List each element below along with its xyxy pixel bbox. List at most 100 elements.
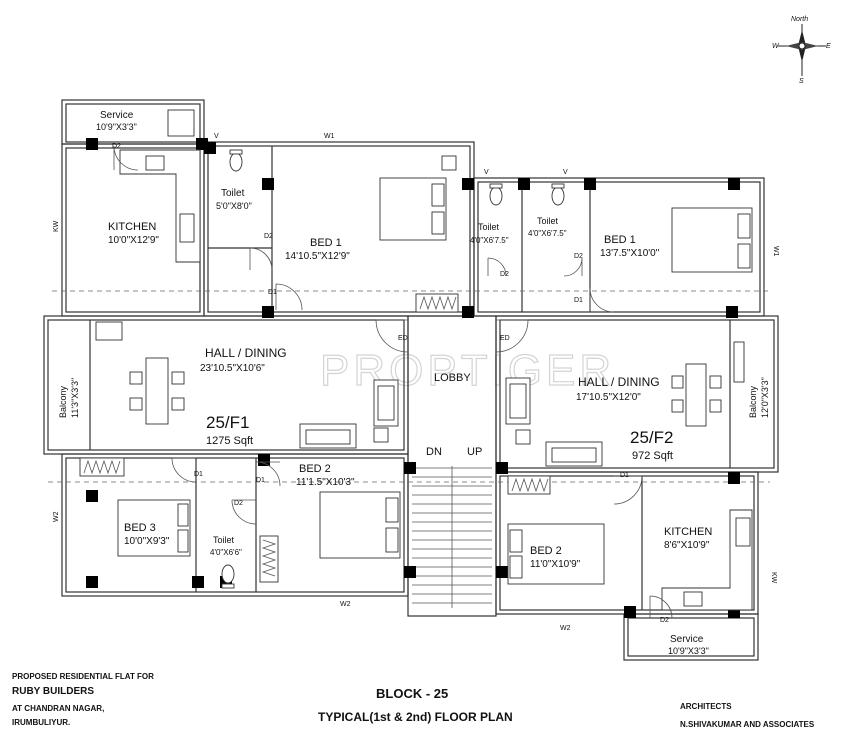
tag-d2: D2	[264, 233, 273, 240]
door-swings	[113, 145, 673, 619]
f1-toilet1-size: 5'0"X8'0"	[216, 201, 252, 211]
f1-bed2-name: BED 2	[299, 463, 331, 475]
flat-f2-labels: Toilet 4'0"X6'7.5" BED 1 13'7.5"X10'0" H…	[528, 216, 770, 656]
column	[404, 462, 416, 474]
f2-hall-name: HALL / DINING	[578, 375, 660, 389]
lobby-label: LOBBY	[434, 372, 471, 384]
f1-toilet3-size: 4'0"X6'6"	[210, 548, 242, 557]
f1-balcony-size: 11'3"X3'3"	[70, 378, 80, 418]
column	[258, 454, 270, 466]
column	[86, 576, 98, 588]
floor-plan-drawing: PROPTIGER North W E S	[43, 16, 831, 661]
f1-bed3-size: 10'0"X9'3"	[124, 536, 170, 547]
column	[726, 306, 738, 318]
column	[86, 490, 98, 502]
f1-balcony-name: Balcony	[58, 385, 68, 418]
tag-w2: W2	[340, 601, 351, 608]
bed-icon	[671, 207, 753, 273]
tag-d1: D1	[620, 472, 629, 479]
f2-service-size: 10'9"X3'3"	[668, 646, 709, 656]
f2-bed2-size: 11'0"X10'9"	[530, 559, 581, 570]
entry-door-left-label: ED	[398, 335, 408, 342]
f2-balcony-name: Balcony	[748, 385, 758, 418]
column	[518, 178, 530, 190]
tag-v: V	[214, 133, 219, 140]
flat-f1-labels: Service 10'9"X3'3" KITCHEN 10'0"X12'9" T…	[58, 110, 509, 557]
entry-door-right-label: ED	[500, 335, 510, 342]
columns	[86, 138, 740, 618]
f2-service-name: Service	[670, 634, 704, 645]
column	[192, 576, 204, 588]
furniture	[95, 109, 753, 611]
footer-plan-title: TYPICAL(1st & 2nd) FLOOR PLAN	[318, 710, 513, 724]
f1-service-name: Service	[100, 110, 134, 121]
footer-proposed-line: PROPOSED RESIDENTIAL FLAT FOR	[12, 672, 154, 681]
compass-south-label: S	[799, 78, 804, 85]
f1-bed2-size: 11'1.5"X10'3"	[296, 477, 355, 488]
column	[496, 566, 508, 578]
column	[404, 566, 416, 578]
tag-d2: D2	[660, 617, 669, 624]
walls	[43, 99, 779, 661]
f1-toilet2-size: 4'0"X6'7.5"	[470, 236, 509, 245]
sofa-icon	[505, 377, 531, 425]
dining-table-icon	[129, 357, 185, 425]
f2-bed1-name: BED 1	[604, 234, 636, 246]
toilet-icon	[229, 149, 243, 172]
tag-w1: W1	[772, 246, 779, 257]
f1-kitchen-size: 10'0"X12'9"	[108, 235, 159, 246]
f1-toilet1-name: Toilet	[221, 188, 245, 199]
f1-hall-name: HALL / DINING	[205, 346, 287, 360]
tag-w2: W2	[560, 625, 571, 632]
tag-d2: D2	[112, 143, 121, 150]
wardrobes	[79, 293, 551, 583]
f2-toilet-size: 4'0"X6'7.5"	[528, 229, 567, 238]
tag-d1: D1	[574, 297, 583, 304]
toilet-icon	[551, 183, 565, 206]
footer-block-title: BLOCK - 25	[376, 686, 449, 701]
compass-west-label: W	[772, 43, 780, 50]
watermark: PROPTIGER	[320, 346, 615, 395]
opening-tags: D2 D2 D1 D2 D2 D1 D1 D1 D2 D1 D2 V V V W…	[53, 133, 779, 632]
toilet-icon	[221, 564, 235, 589]
column	[262, 178, 274, 190]
f2-hall-size: 17'10.5"X12'0"	[576, 392, 641, 403]
tag-d1: D1	[256, 477, 265, 484]
compass-rose-icon: North W E S	[772, 16, 831, 85]
common-labels: LOBBY DN UP ED ED	[398, 335, 510, 458]
column	[624, 606, 636, 618]
tag-d2: D2	[574, 253, 583, 260]
staircase	[412, 466, 492, 608]
f1-unit-number: 25/F1	[206, 413, 249, 432]
tag-v: V	[563, 169, 568, 176]
f1-toilet3-name: Toilet	[213, 535, 235, 545]
f1-kitchen-name: KITCHEN	[108, 221, 156, 233]
tag-v: V	[484, 169, 489, 176]
sofa-icon	[545, 441, 603, 467]
f1-service-size: 10'9"X3'3"	[96, 122, 137, 132]
column	[584, 178, 596, 190]
column	[462, 178, 474, 190]
footer-builder-name: RUBY BUILDERS	[12, 686, 95, 697]
f1-bed1-name: BED 1	[310, 237, 342, 249]
sofa-icon	[373, 379, 399, 427]
f2-kitchen-name: KITCHEN	[664, 526, 712, 538]
tag-kw: KW	[53, 220, 60, 232]
footer-location-2: IRUMBULIYUR.	[12, 718, 71, 727]
f1-unit-area: 1275 Sqft	[206, 435, 253, 447]
f2-kitchen-size: 8'6"X10'9"	[664, 540, 710, 551]
f1-bed3-name: BED 3	[124, 522, 156, 534]
column	[462, 306, 474, 318]
bed-icon	[319, 491, 401, 559]
compass-north-label: North	[791, 16, 808, 23]
tag-d2: D2	[234, 500, 243, 507]
column	[262, 306, 274, 318]
tag-d1: D1	[194, 471, 203, 478]
f2-toilet-name: Toilet	[537, 216, 559, 226]
footer-architects-label: ARCHITECTS	[680, 702, 732, 711]
column	[86, 138, 98, 150]
tag-w2: W2	[53, 511, 60, 522]
stair-down-label: DN	[426, 446, 442, 458]
f1-hall-size: 23'10.5"X10'6"	[200, 363, 265, 374]
kitchen-counter-icon	[119, 149, 201, 263]
